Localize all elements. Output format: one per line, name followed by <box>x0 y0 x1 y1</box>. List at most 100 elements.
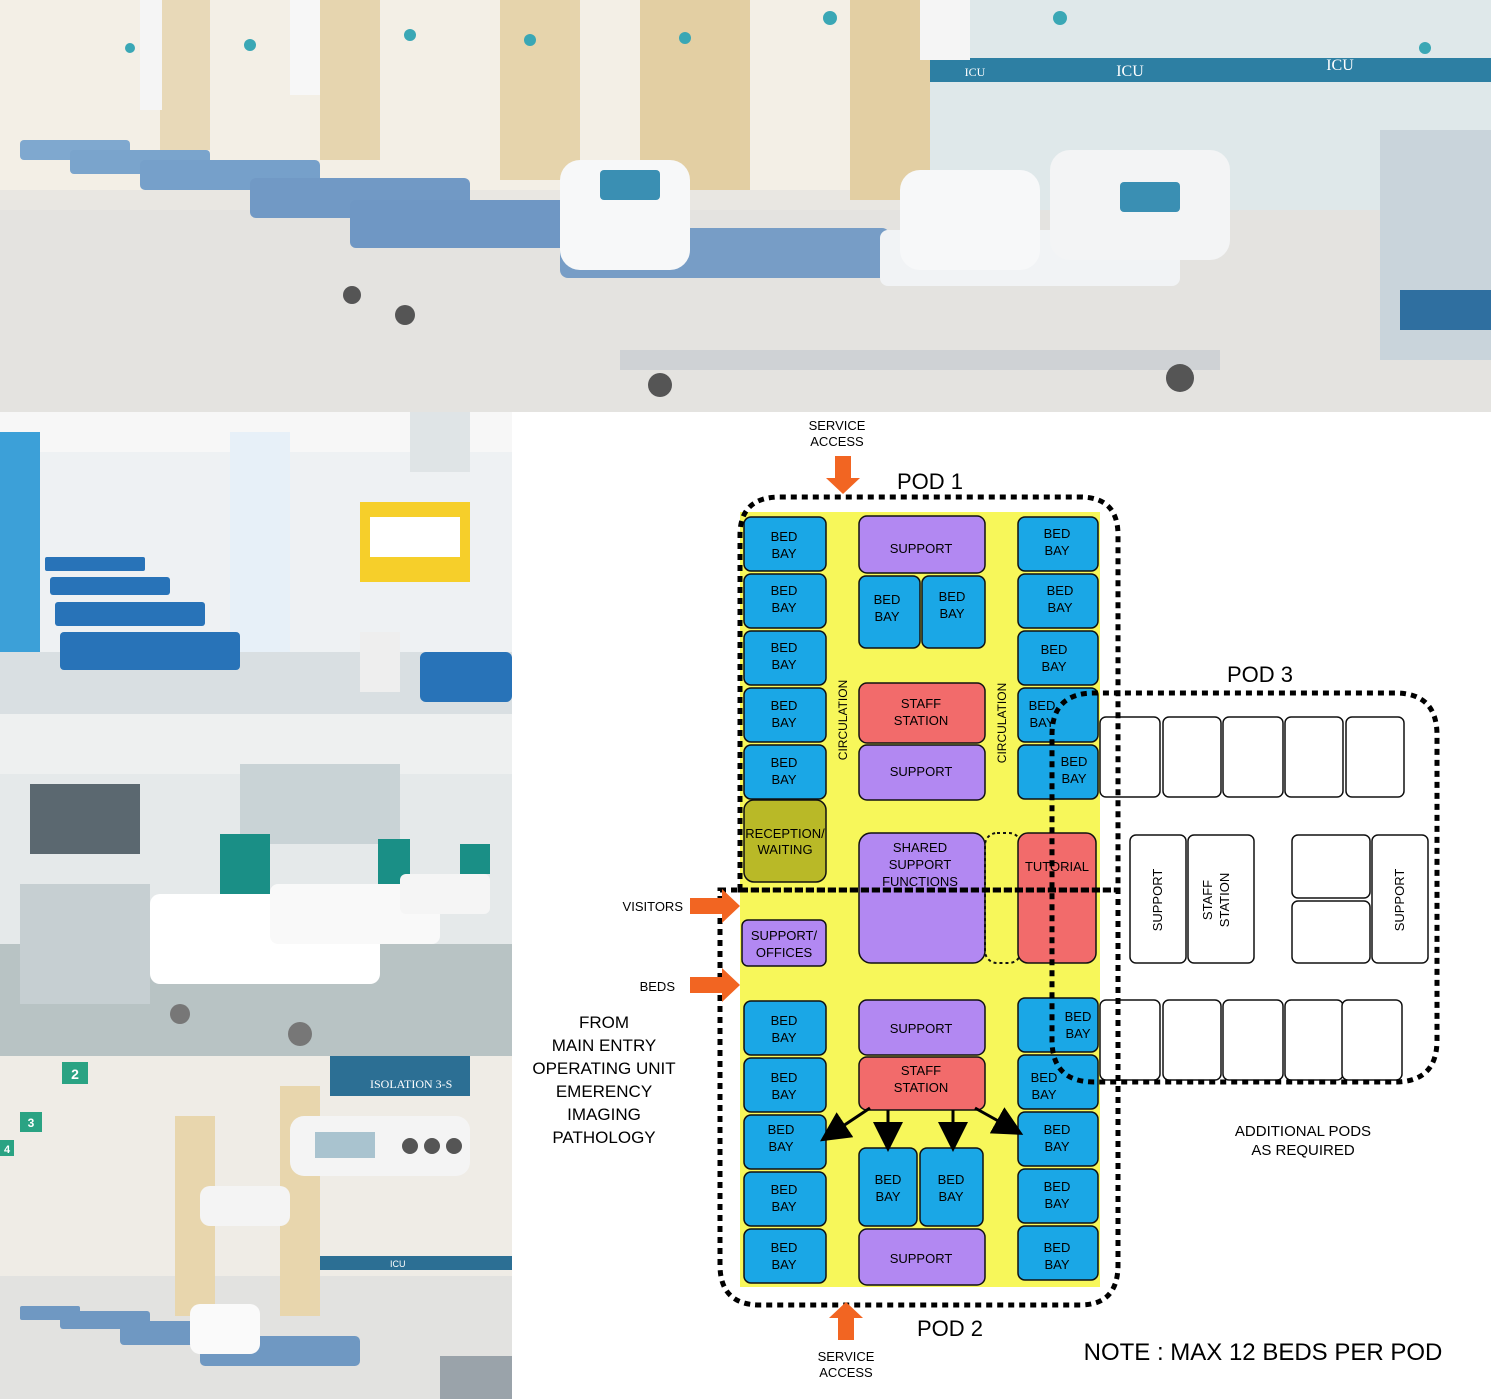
shared-support-label: SUPPORT <box>889 857 952 872</box>
pod3-staff-label: STAFF <box>1200 880 1215 920</box>
bed-bay-label: BED <box>1031 1070 1058 1085</box>
bed-bay-label: BED <box>939 589 966 604</box>
service-access-top-label: SERVICE <box>809 418 866 433</box>
imaging-label: IMAGING <box>567 1105 641 1124</box>
bed-bay-label: BAY <box>771 600 796 615</box>
bed-bay-label: BAY <box>771 715 796 730</box>
pod1-title: POD 1 <box>897 469 963 494</box>
service-access-bottom-label: ACCESS <box>819 1365 873 1380</box>
staff-station-label: STATION <box>894 1080 948 1095</box>
bed-bay-label: BED <box>1047 583 1074 598</box>
support-offices-label: SUPPORT/ <box>751 928 818 943</box>
bed-bay-label: BAY <box>1031 1087 1056 1102</box>
pathology-label: PATHOLOGY <box>552 1128 655 1147</box>
support-offices <box>741 919 827 967</box>
bed-bay-label: BED <box>1041 642 1068 657</box>
bed-bay-label: BAY <box>771 772 796 787</box>
bed-bay-label: BED <box>1044 1179 1071 1194</box>
room-number-4: 4 <box>4 1144 11 1156</box>
bed-bay-label: BED <box>1029 698 1056 713</box>
bed-bay-label: BED <box>771 1182 798 1197</box>
pod3-support-label: SUPPORT <box>1150 869 1165 932</box>
reception-waiting <box>743 799 827 883</box>
bed-bay-label: BED <box>1061 754 1088 769</box>
icu-pod-floor-plan: BED BAY BED BAY BED BAY BED BAY BED BAY RECEP… <box>512 412 1491 1399</box>
bed-bay-label: BAY <box>771 1087 796 1102</box>
bed-bay-label: BED <box>938 1172 965 1187</box>
ward-photo-green-curtains <box>0 714 512 1056</box>
service-access-top-label: ACCESS <box>810 434 864 449</box>
bed-bay-label: BED <box>771 698 798 713</box>
pod3-boundary <box>1049 690 1440 1085</box>
pod3-support-label-2: SUPPORT <box>1392 869 1407 932</box>
support-label: SUPPORT <box>890 764 953 779</box>
bed-bay-label: BED <box>771 755 798 770</box>
icu-sign-3: ICU <box>1326 57 1354 74</box>
bed-bay-label: BED <box>771 640 798 655</box>
staff-station <box>858 682 986 744</box>
main-entry-label: MAIN ENTRY <box>552 1036 657 1055</box>
support-label: SUPPORT <box>890 1251 953 1266</box>
bed-bay-label: BED <box>771 1240 798 1255</box>
shared-support-functions <box>858 832 986 964</box>
staff-station-label: STAFF <box>901 696 941 711</box>
bed-bay-label: BAY <box>771 1030 796 1045</box>
bed-bay-label: BED <box>1044 526 1071 541</box>
support-room <box>858 1228 986 1286</box>
staff-station-label: STATION <box>894 713 948 728</box>
bed-bay-label: BAY <box>768 1139 793 1154</box>
room-number-3: 3 <box>28 1116 35 1130</box>
pod2-boundary <box>717 887 1121 1308</box>
pod1-boundary <box>737 494 1121 893</box>
support-room <box>858 744 986 801</box>
bed-bay-label: BAY <box>939 606 964 621</box>
bed-bay-label: BAY <box>1061 771 1086 786</box>
pod3-rooms <box>1099 716 1429 1081</box>
bed-bay-label: BAY <box>771 657 796 672</box>
pod3-station-label: STATION <box>1217 873 1232 927</box>
pod1-left-bed-bays <box>743 516 827 800</box>
support-room <box>858 515 986 574</box>
bed-bay-label: BED <box>768 1122 795 1137</box>
bed-bay-label: BAY <box>771 1199 796 1214</box>
pod2-title: POD 2 <box>917 1316 983 1341</box>
bed-bay-label: BAY <box>875 1189 900 1204</box>
note-max-beds: NOTE : MAX 12 BEDS PER POD <box>1084 1339 1443 1366</box>
support-room <box>858 999 986 1056</box>
bed-bay-label: BAY <box>1041 659 1066 674</box>
bed-bay-label: BAY <box>1029 715 1054 730</box>
service-access-bottom-label: SERVICE <box>818 1349 875 1364</box>
circulation-label-right: CIRCULATION <box>995 683 1009 763</box>
room-number-2: 2 <box>71 1066 79 1082</box>
staff-station-label: STAFF <box>901 1063 941 1078</box>
bed-bay-label: BAY <box>1065 1026 1090 1041</box>
reception-label: RECEPTION/ <box>745 826 825 841</box>
circulation-label-left: CIRCULATION <box>836 680 850 760</box>
bed-bay-label: BED <box>875 1172 902 1187</box>
waiting-label: WAITING <box>757 842 812 857</box>
access-arrows <box>690 456 863 1340</box>
pod3-title: POD 3 <box>1227 662 1293 687</box>
bed-bay-label: BAY <box>1044 1257 1069 1272</box>
from-label: FROM <box>579 1013 629 1032</box>
additional-pods-label: ADDITIONAL PODS <box>1235 1123 1371 1140</box>
icu-sign-1: ICU <box>1116 63 1144 80</box>
bed-bay-label: BED <box>1044 1240 1071 1255</box>
tutorial-room <box>1017 832 1097 964</box>
emergency-label: EMERENCY <box>556 1082 652 1101</box>
support-label: SUPPORT <box>890 1021 953 1036</box>
bed-bay-label: BED <box>1065 1009 1092 1024</box>
bed-bay-label: BAY <box>874 609 899 624</box>
tutorial-label: TUTORIAL <box>1025 859 1089 874</box>
bed-bay-label: BAY <box>771 1257 796 1272</box>
icu-ward-photo-top: ICU ICU ICU <box>0 0 1491 412</box>
bed-bay-label: BAY <box>1044 543 1069 558</box>
operating-unit-label: OPERATING UNIT <box>532 1059 675 1078</box>
bed-bay-label: BED <box>874 592 901 607</box>
bed-bay-label: BAY <box>771 546 796 561</box>
shared-support-label: SHARED <box>893 840 947 855</box>
ward-photo-blue-curtains <box>0 412 512 714</box>
bed-bay-label: BED <box>771 529 798 544</box>
staff-station <box>858 1056 986 1111</box>
support-label: SUPPORT <box>890 541 953 556</box>
